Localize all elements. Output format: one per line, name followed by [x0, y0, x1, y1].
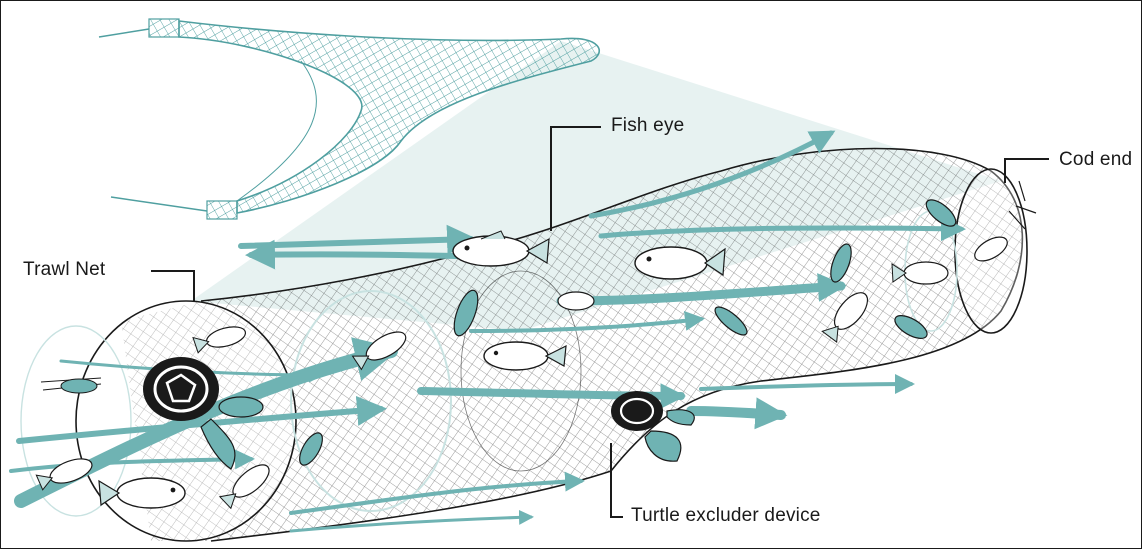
turtle-excluder-device-label: Turtle excluder device [631, 505, 821, 527]
cod-end-label: Cod end [1059, 149, 1132, 171]
trawl-net-label: Trawl Net [23, 259, 105, 281]
fish-icon [558, 292, 594, 310]
fish-eye-label: Fish eye [611, 115, 684, 137]
